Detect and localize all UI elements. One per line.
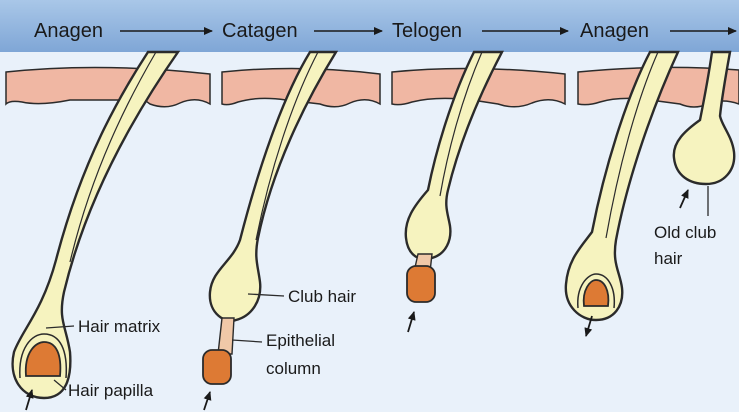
label-hair-matrix: Hair matrix [78, 317, 161, 336]
label-epithelial-column-line1: Epithelial [266, 331, 335, 350]
stage-label-anagen: Anagen [34, 20, 103, 42]
label-old-club-hair-line1: Old club [654, 223, 716, 242]
hair-papilla [203, 350, 231, 384]
stage-label-catagen: Catagen [222, 20, 298, 42]
label-old-club-hair-line2: hair [654, 249, 683, 268]
label-epithelial-column-line2: column [266, 359, 321, 378]
hair-papilla [407, 266, 435, 302]
stage-label-anagen-2: Anagen [580, 20, 649, 42]
stage-label-telogen: Telogen [392, 20, 462, 42]
label-club-hair: Club hair [288, 287, 356, 306]
label-hair-papilla: Hair papilla [68, 381, 154, 400]
